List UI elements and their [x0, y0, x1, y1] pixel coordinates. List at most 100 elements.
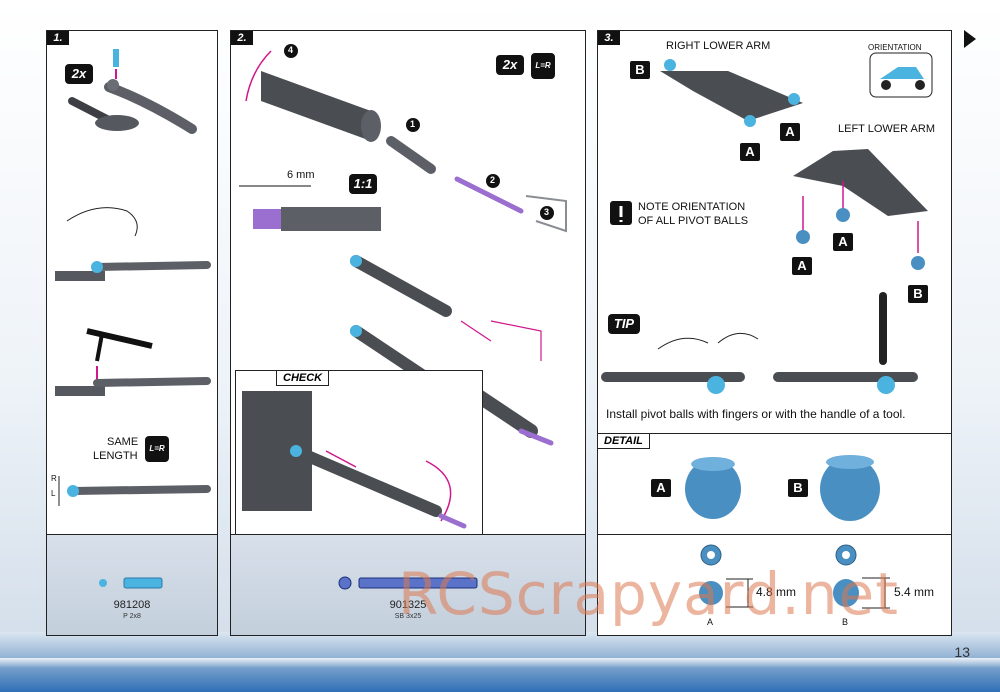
quantity-badge: 2x — [496, 55, 524, 75]
quantity-badge: 2x — [65, 64, 93, 84]
tip-ball-shape-2 — [877, 376, 895, 394]
detail-label: DETAIL — [598, 434, 650, 449]
pivot-ball-b-shape — [820, 457, 880, 521]
panel-step-3: 3. RIGHT LOWER ARM LEFT LOWER ARM ORIENT… — [597, 30, 952, 636]
pin-check-shape — [438, 513, 467, 529]
ball-a-shape-2 — [744, 115, 756, 127]
hammer-head-shape — [86, 328, 153, 349]
lr-badge: L=R — [145, 436, 169, 462]
driveshaft-check-shape — [290, 445, 442, 517]
tip-badge: TIP — [608, 314, 640, 334]
ball-shape-2 — [91, 261, 103, 273]
panel-step-1: 1. 2x SAME LENGTH L=R R L 981208 — [46, 30, 218, 636]
bottom-band — [0, 632, 1000, 692]
detail-letter-a: A — [651, 479, 671, 497]
ball-a-side-shape — [699, 581, 723, 605]
panel-step-2: 2. 2x L=R 1:1 6 mm 4 1 2 3 CHECK — [230, 30, 586, 636]
callout-1: 1 — [410, 119, 416, 129]
watermark: RCScrapyard.net — [398, 560, 899, 628]
pivot-ball-shape — [107, 79, 119, 91]
part-code-2: 901325 — [389, 599, 427, 611]
wheel-icon-2 — [915, 80, 925, 90]
ball-shape-4 — [67, 485, 79, 497]
callout-2: 2 — [490, 175, 496, 185]
axle-actual-shape — [281, 207, 381, 231]
dim-r-label: R — [51, 474, 57, 483]
ball-a-shape-1 — [788, 93, 800, 105]
assembly-illustration-3 — [601, 52, 933, 394]
pin-actual-shape — [253, 209, 281, 229]
pivot-ball-a-top-shape — [691, 457, 735, 471]
rod-shape-4 — [69, 485, 211, 495]
axle-shape — [386, 136, 436, 174]
ball-stud-shape — [113, 49, 119, 67]
finger-outline-shape-l — [657, 337, 709, 350]
dim-b-shape — [862, 577, 890, 609]
left-lower-arm-label: LEFT LOWER ARM — [838, 123, 935, 135]
car-body-icon — [880, 67, 924, 79]
measure-label: 6 mm — [287, 169, 315, 181]
finger-outline-shape-r — [717, 332, 759, 344]
pivot-ball-a-shape — [685, 459, 741, 519]
step-number: 2. — [231, 31, 253, 45]
pin-arrow-shape-1 — [460, 320, 542, 361]
rotate-arrow-shape-2 — [425, 460, 452, 522]
driveshaft-shape-1 — [350, 255, 452, 317]
tip-ball-shape-1 — [707, 376, 725, 394]
check-box: CHECK — [235, 370, 483, 536]
hex-key-shape — [525, 195, 567, 233]
part-code-1: 981208 — [113, 599, 151, 611]
ball-b-shape-1 — [664, 59, 676, 71]
ball-a-shape-3 — [796, 230, 810, 244]
assembly-illustration-1 — [55, 49, 211, 506]
wheel-icon-1 — [881, 80, 891, 90]
next-page-arrow-icon[interactable] — [964, 30, 976, 48]
same-length-label-1: SAME — [107, 436, 139, 448]
callout-4: 4 — [288, 45, 294, 55]
hub-bore-shape — [361, 110, 381, 142]
parts-illustration-1 — [99, 577, 163, 589]
ball-b-side-shape — [833, 579, 859, 607]
turnbuckle-shape — [104, 82, 197, 134]
dim-a-shape — [726, 578, 753, 608]
bolt-head-shape — [338, 576, 352, 590]
hub-carrier-shape — [261, 71, 371, 141]
scale-badge: 1:1 — [349, 174, 377, 194]
ball-a-shape-4 — [836, 208, 850, 222]
detail-box: DETAIL A B — [598, 433, 951, 537]
letter-tag-b: B — [630, 61, 650, 79]
bolt-shaft-shape — [358, 577, 478, 589]
letter-tag-b: B — [908, 285, 928, 303]
part-desc-1: P 2x8 — [123, 613, 141, 620]
check-label: CHECK — [276, 370, 330, 386]
callout-3: 3 — [544, 207, 550, 217]
tip-text: Install pivot balls with fingers or with… — [606, 407, 906, 421]
same-length-label-2: LENGTH — [93, 450, 138, 462]
callout-circle-4 — [284, 44, 298, 58]
ring-a-hole-shape — [707, 551, 715, 559]
parts-area-2: 901325 SB 3x25 — [231, 534, 585, 635]
ball-b-shape-2 — [911, 256, 925, 270]
pin-end-shape — [99, 579, 107, 587]
left-lower-arm-shape — [793, 149, 928, 216]
letter-tag-a: A — [740, 143, 760, 161]
letter-tag-a: A — [780, 123, 800, 141]
parts-illustration-2 — [338, 576, 478, 590]
pin-purple-shape — [454, 176, 524, 214]
callout-circle-2 — [486, 174, 500, 188]
orientation-label: ORIENTATION — [868, 43, 922, 52]
page-number: 13 — [954, 644, 970, 660]
base-block-shape-2 — [55, 386, 105, 396]
pivot-ball-b-top-shape — [826, 455, 874, 469]
letter-tag-a: A — [833, 233, 853, 251]
note-line-2: OF ALL PIVOT BALLS — [638, 215, 749, 227]
base-block-shape — [55, 271, 105, 281]
callout-circle-1 — [406, 118, 420, 132]
detail-illustration — [685, 455, 880, 521]
finger-outline-shape — [66, 207, 138, 237]
parts-area-1: 981208 P 2x8 — [47, 534, 217, 635]
dim-b-label: 5.4 mm — [894, 585, 935, 599]
step-number: 1. — [47, 31, 69, 45]
rod-shape-3 — [93, 377, 211, 387]
rotate-arrow-shape — [245, 50, 272, 102]
